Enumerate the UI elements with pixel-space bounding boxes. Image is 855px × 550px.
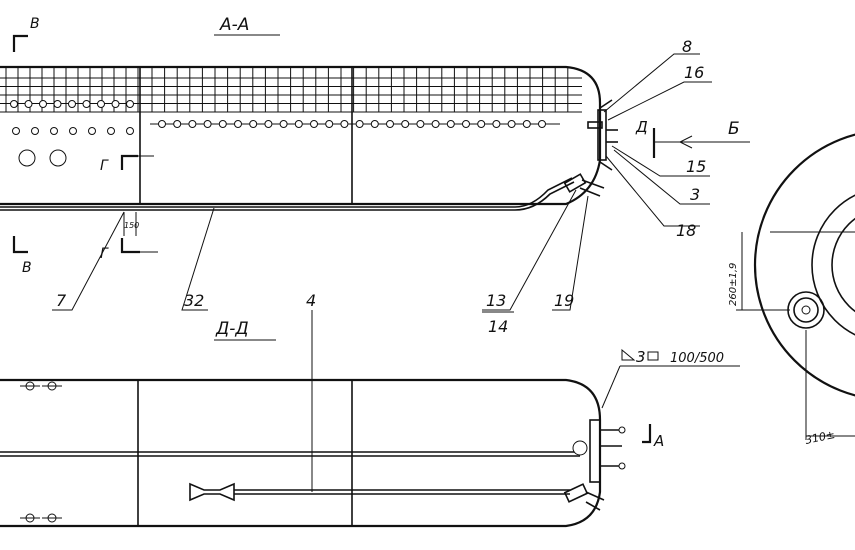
- pipe-32: [0, 177, 573, 208]
- tube-hole: [477, 120, 486, 128]
- vessel-bottom-outline: [0, 378, 602, 528]
- callout-7: 7: [56, 291, 67, 310]
- dim-150: 150: [124, 221, 139, 230]
- leader-lines: [52, 53, 740, 492]
- tube-hole: [50, 127, 58, 135]
- nozzle-13: [563, 173, 605, 197]
- marker-g-mid: [120, 154, 138, 170]
- callout-4: 4: [306, 291, 316, 310]
- marker-label-g-mid: Г: [100, 158, 109, 174]
- tube-hole: [264, 120, 273, 128]
- tube-hole: [462, 120, 470, 128]
- tube-hole: [325, 120, 334, 128]
- end-view-b: [736, 133, 855, 440]
- inner-pipe-4: [189, 482, 570, 502]
- section-markers: [12, 34, 750, 444]
- small-holes-left: [20, 381, 62, 523]
- callout-32: 32: [184, 291, 204, 310]
- nozzle-left-1: [18, 149, 36, 167]
- dim-260: 260±1,9: [728, 263, 739, 306]
- tube-hole: [355, 120, 364, 128]
- callout-3: 3: [690, 185, 700, 204]
- tube-hole: [340, 120, 349, 128]
- vessel-top-outline: [0, 65, 602, 206]
- tube-hole: [234, 120, 242, 128]
- dim-310: 310±: [804, 428, 836, 447]
- vessel-bottom: [0, 378, 626, 528]
- marker-v-top: [12, 34, 28, 52]
- tube-hole: [10, 100, 18, 108]
- vessel-top: [0, 65, 618, 211]
- weld-spec: 100/500: [670, 351, 724, 366]
- flange-assembly-bottom: [563, 419, 626, 511]
- tube-hole: [126, 127, 134, 135]
- callout-19: 19: [554, 291, 574, 310]
- tube-hole: [107, 127, 115, 135]
- marker-label-a: А: [653, 432, 664, 450]
- callout-8: 8: [682, 37, 692, 56]
- tube-hole: [538, 120, 546, 128]
- tube-hole: [386, 120, 394, 128]
- tube-hole: [82, 100, 91, 108]
- marker-a: [642, 424, 652, 444]
- tube-hole: [446, 120, 455, 128]
- callout-15: 15: [686, 157, 706, 176]
- tube-hole: [279, 120, 288, 128]
- callout-18: 18: [676, 221, 696, 240]
- tube-hole: [294, 120, 303, 128]
- end-view-ring: [811, 194, 855, 336]
- marker-label-v-top: В: [30, 16, 40, 32]
- labels: А-А Д-Д В В Г Г Б Д А 8 16 15 3 18 13 14…: [22, 15, 836, 450]
- flange-assembly-top: [587, 99, 618, 171]
- weld-square-symbol: [647, 351, 659, 361]
- marker-label-g-lower: Г: [100, 246, 109, 262]
- hole-row: [10, 100, 560, 135]
- tube-hole: [218, 120, 227, 128]
- marker-label-d: Д: [635, 118, 648, 136]
- tube-hole: [111, 100, 120, 108]
- marker-label-v-bottom: В: [22, 260, 32, 276]
- marker-label-b: Б: [728, 119, 740, 139]
- tube-hole: [249, 120, 258, 128]
- tube-hole: [507, 120, 516, 128]
- tube-hole: [53, 100, 62, 108]
- tube-hole: [522, 120, 531, 128]
- nozzle-left-2: [49, 149, 67, 167]
- callout-13: 13: [486, 291, 506, 310]
- pipe-32-inner: [0, 181, 575, 211]
- weld-size: 3: [636, 348, 646, 366]
- tube-hole: [69, 127, 77, 135]
- section-label-aa: А-А: [219, 15, 249, 35]
- marker-g-lower: [120, 238, 140, 254]
- marker-v-bottom: [12, 236, 28, 254]
- tube-hole: [203, 120, 212, 128]
- tube-hole: [12, 127, 20, 135]
- tube-hole: [431, 120, 440, 128]
- callout-16: 16: [684, 63, 704, 82]
- tube-hole: [370, 120, 379, 128]
- tube-hole: [126, 100, 134, 108]
- section-label-dd: Д-Д: [215, 319, 249, 339]
- tube-hole: [88, 127, 96, 135]
- callout-14: 14: [488, 317, 508, 336]
- tube-hole: [97, 100, 105, 108]
- tube-hole: [492, 120, 501, 128]
- tube-hole: [310, 120, 318, 128]
- tube-grid: [0, 67, 582, 113]
- tube-hole: [188, 120, 197, 128]
- tube-hole: [24, 100, 33, 108]
- tube-hole: [31, 127, 39, 135]
- tube-hole: [173, 120, 182, 128]
- tube-hole: [39, 100, 47, 108]
- end-view-outer: [753, 133, 855, 397]
- tube-hole: [416, 120, 425, 128]
- tube-hole: [68, 100, 76, 108]
- tube-hole: [401, 120, 410, 128]
- tube-hole: [158, 120, 166, 128]
